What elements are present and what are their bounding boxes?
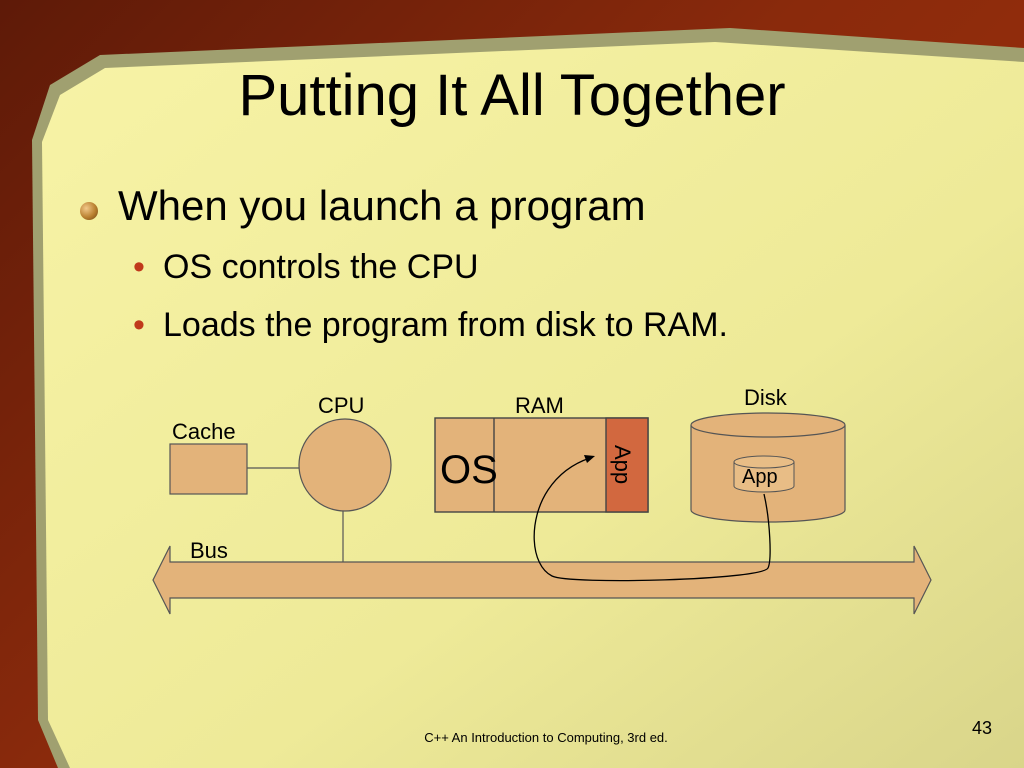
bullet-text: When you launch a program [118,182,646,229]
cache-box [169,443,248,495]
bus-arrow [152,545,932,615]
load-path-arrowhead-icon [584,455,595,463]
disk-label: Disk [744,385,788,410]
footer-text: C++ An Introduction to Computing, 3rd ed… [424,730,668,745]
ram-label: RAM [515,393,564,418]
bullet-dot-icon: • [133,306,145,344]
bullet-text: Loads the program from disk to RAM. [163,306,729,344]
ram-app-block [605,417,649,513]
cpu-label: CPU [318,393,364,418]
disk-app-file [733,462,795,493]
bullet-dot-icon: • [133,248,145,286]
bullet-text: OS controls the CPU [163,248,479,286]
ram-app-label: App [610,445,635,484]
bus-label: Bus [190,538,228,563]
slide-title: Putting It All Together [238,63,786,128]
disk-app-label: App [742,466,778,488]
page-number: 43 [972,718,993,738]
ram-os-label: OS [440,448,498,492]
cache-label: Cache [172,419,236,444]
disk-top [690,412,846,438]
load-path-curve [533,457,771,582]
disk-app-file-top [733,455,795,469]
cpu-circle [298,418,392,512]
bullet-marker-icon [80,202,98,220]
